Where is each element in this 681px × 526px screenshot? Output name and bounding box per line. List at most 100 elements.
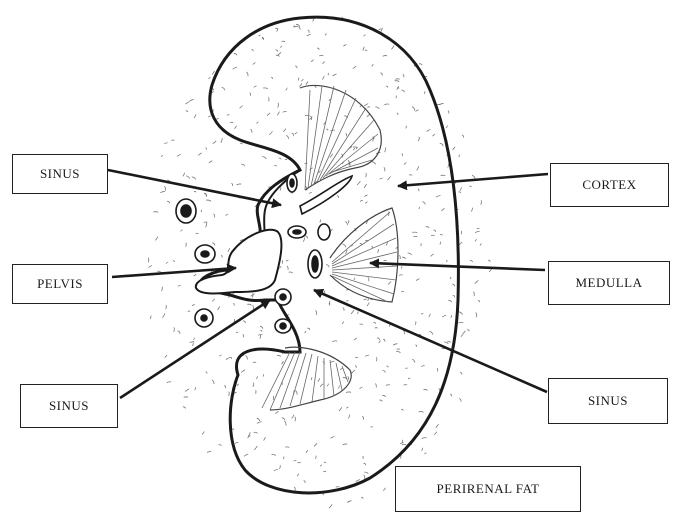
fat-stipple-mark (218, 306, 220, 310)
fat-stipple-mark (306, 450, 308, 453)
fat-stipple-mark (250, 93, 251, 96)
fat-stipple-mark (364, 463, 366, 465)
fat-stipple-mark (276, 50, 278, 52)
fat-stipple-mark (459, 155, 460, 157)
fat-stipple-mark (429, 331, 433, 334)
fat-stipple-mark (376, 357, 377, 361)
fat-stipple-mark (183, 173, 185, 177)
fat-stipple-mark (352, 370, 355, 373)
fat-stipple-mark (427, 130, 431, 132)
fat-stipple-mark (260, 335, 261, 339)
label-sinus-upper-left: SINUS (12, 154, 108, 194)
fat-stipple-mark (415, 345, 416, 347)
fat-stipple-mark (241, 164, 244, 166)
fat-stipple-mark (162, 287, 163, 291)
fat-stipple-mark (192, 304, 195, 305)
fat-stipple-mark (355, 357, 358, 358)
sinus-vessels (275, 174, 352, 333)
fat-stipple-mark (488, 260, 490, 262)
fat-stipple-mark (322, 76, 324, 80)
fat-stipple-mark (434, 432, 437, 435)
fat-stipple-mark (363, 456, 364, 459)
fat-stipple-mark (212, 243, 215, 245)
fat-stipple-mark (447, 341, 450, 342)
fat-stipple-mark (222, 87, 225, 90)
fat-stipple-mark (193, 342, 194, 346)
fat-stipple-mark (254, 432, 258, 433)
fat-stipple-mark (221, 138, 222, 143)
fat-stipple-mark (246, 356, 248, 360)
fat-stipple-mark (404, 385, 408, 386)
fat-stipple-mark (282, 361, 284, 364)
fat-stipple-mark (333, 74, 337, 76)
fat-stipple-mark (448, 300, 451, 302)
fat-stipple-mark (346, 300, 348, 301)
fat-stipple-mark (264, 437, 266, 440)
fat-stipple-mark (436, 424, 439, 427)
fat-stipple-mark (149, 266, 153, 268)
fat-stipple-mark (212, 299, 215, 302)
fat-stipple-mark (177, 331, 180, 334)
fat-stipple-mark (388, 176, 391, 180)
fat-stipple-mark (316, 456, 317, 459)
fat-stipple-mark (372, 246, 373, 248)
fat-stipple-mark (173, 261, 175, 262)
fat-stipple-mark (292, 133, 294, 136)
fat-stipple-mark (229, 392, 230, 396)
fat-stipple-mark (253, 383, 254, 387)
fat-stipple-mark (219, 355, 221, 356)
fat-stipple-mark (246, 72, 248, 76)
fat-stipple-mark (422, 202, 425, 205)
label-perirenal-fat: PERIRENAL FAT (395, 466, 581, 512)
fat-stipple-mark (379, 340, 380, 343)
fat-stipple-mark (303, 238, 304, 242)
fat-stipple-mark (282, 260, 283, 263)
fat-stipple-mark (240, 143, 242, 144)
fat-stipple-mark (277, 355, 281, 356)
fat-stipple-mark (453, 147, 455, 150)
fat-stipple-mark (253, 362, 256, 363)
fat-stipple-mark (442, 315, 446, 317)
fat-stipple-mark (206, 223, 207, 228)
fat-stipple-mark (417, 166, 419, 170)
fat-stipple-mark (277, 112, 279, 116)
fat-stipple-mark (257, 122, 259, 123)
fat-stipple-mark (444, 342, 448, 344)
fat-stipple-mark (349, 414, 350, 418)
fat-stipple-mark (421, 244, 422, 247)
fat-stipple-mark (275, 28, 278, 29)
fat-stipple-mark (458, 312, 462, 315)
fat-stipple-mark (276, 55, 280, 56)
fat-stipple-mark (331, 436, 335, 438)
fat-stipple-mark (295, 66, 297, 68)
fat-stipple-mark (194, 274, 197, 276)
fat-stipple-mark (305, 331, 306, 333)
fat-stipple-mark (433, 230, 436, 232)
fat-stipple-mark (311, 60, 314, 62)
fat-stipple-mark (408, 253, 412, 255)
fat-stipple-mark (412, 359, 415, 362)
fat-stipple-mark (413, 236, 417, 237)
fat-stipple-mark (451, 315, 452, 318)
fat-stipple-mark (354, 278, 355, 280)
fat-stipple-mark (308, 30, 309, 33)
fat-stipple-mark (416, 279, 419, 281)
fat-stipple-mark (399, 275, 402, 276)
fat-stipple-mark (343, 308, 344, 311)
fat-stipple-mark (460, 372, 462, 374)
fat-stipple-mark (379, 400, 382, 401)
fat-stipple-mark (165, 355, 167, 358)
fat-stipple-mark (181, 230, 183, 232)
fat-stipple-mark (458, 322, 463, 323)
fat-stipple-mark (161, 156, 163, 157)
fat-stipple-mark (216, 118, 218, 119)
fat-stipple-mark (174, 327, 175, 332)
fat-stipple-mark (339, 386, 340, 389)
fat-stipple-mark (392, 45, 395, 49)
fat-stipple-mark (234, 54, 237, 56)
fat-stipple-mark (324, 462, 326, 463)
fat-stipple-mark (284, 421, 286, 426)
fat-stipple-mark (328, 73, 329, 75)
fat-stipple-mark (401, 291, 404, 292)
